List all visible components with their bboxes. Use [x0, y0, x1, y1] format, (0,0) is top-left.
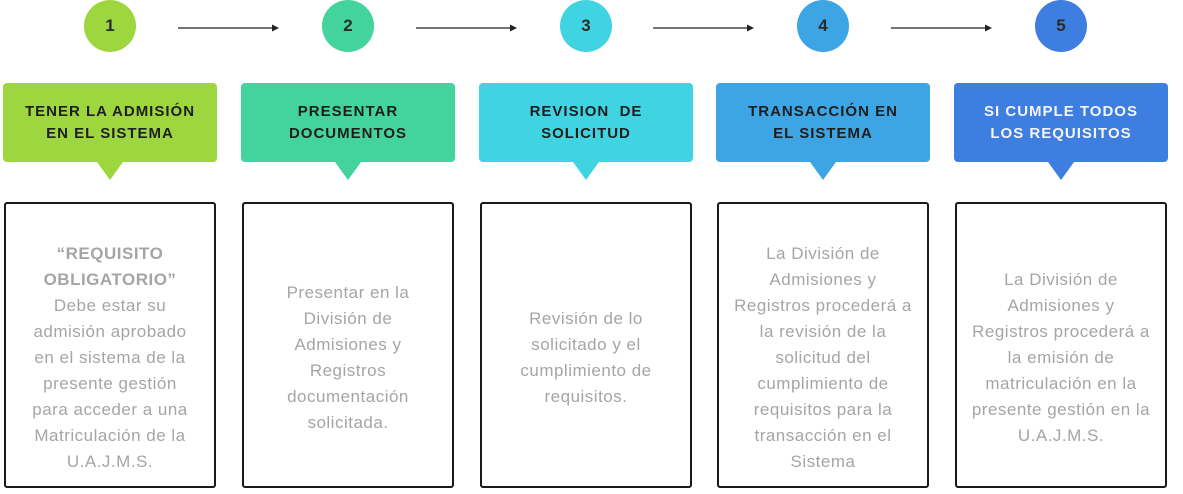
- step-pointer-3: [573, 162, 599, 180]
- step-content-5: La División de Admisiones y Registros pr…: [970, 241, 1152, 449]
- step-title-1: TENER LA ADMISIÓN EN EL SISTEMA: [24, 102, 196, 142]
- step-number-2: 2: [322, 0, 374, 52]
- step-header-4: TRANSACCIÓN EN EL SISTEMA: [716, 83, 930, 180]
- step-description-1: Debe estar su admisión aprobado en el si…: [32, 296, 188, 471]
- step-header-3: REVISION DE SOLICITUD: [479, 83, 693, 180]
- step-content-2: Presentar en la División de Admisiones y…: [285, 254, 412, 436]
- step-title-2: PRESENTAR DOCUMENTOS: [288, 102, 408, 142]
- step-box-5: La División de Admisiones y Registros pr…: [955, 202, 1167, 488]
- step-description-2: Presentar en la División de Admisiones y…: [286, 283, 410, 432]
- arrow-icon: [891, 24, 992, 32]
- step-content-1: “REQUISITO OBLIGATORIO” Debe estar su adm…: [30, 215, 190, 475]
- step-content-4: La División de Admisiones y Registros pr…: [732, 215, 914, 475]
- step-emphasis-1: “REQUISITO OBLIGATORIO”: [43, 244, 177, 289]
- step-number-5: 5: [1035, 0, 1087, 52]
- step-description-4: La División de Admisiones y Registros pr…: [734, 244, 912, 471]
- step-box-3: Revisión de lo solicitado y el cumplimie…: [480, 202, 692, 488]
- step-box-4: La División de Admisiones y Registros pr…: [717, 202, 929, 488]
- step-pointer-4: [810, 162, 836, 180]
- step-box-1: “REQUISITO OBLIGATORIO” Debe estar su adm…: [4, 202, 216, 488]
- arrow-icon: [653, 24, 754, 32]
- step-number-1: 1: [84, 0, 136, 52]
- step-header-1: TENER LA ADMISIÓN EN EL SISTEMA: [3, 83, 217, 180]
- step-description-5: La División de Admisiones y Registros pr…: [971, 270, 1151, 445]
- arrow-icon: [178, 24, 279, 32]
- step-box-2: Presentar en la División de Admisiones y…: [242, 202, 454, 488]
- step-title-5: SI CUMPLE TODOS LOS REQUISITOS: [984, 102, 1138, 142]
- arrow-icon: [416, 24, 517, 32]
- step-header-5: SI CUMPLE TODOS LOS REQUISITOS: [954, 83, 1168, 180]
- step-description-3: Revisión de lo solicitado y el cumplimie…: [520, 309, 652, 406]
- step-number-4: 4: [797, 0, 849, 52]
- step-title-3: REVISION DE SOLICITUD: [529, 102, 643, 142]
- step-header-2: PRESENTAR DOCUMENTOS: [241, 83, 455, 180]
- step-number-3: 3: [560, 0, 612, 52]
- step-pointer-5: [1048, 162, 1074, 180]
- step-pointer-1: [97, 162, 123, 180]
- step-title-4: TRANSACCIÓN EN EL SISTEMA: [748, 102, 898, 142]
- step-pointer-2: [335, 162, 361, 180]
- step-content-3: Revisión de lo solicitado y el cumplimie…: [518, 280, 653, 410]
